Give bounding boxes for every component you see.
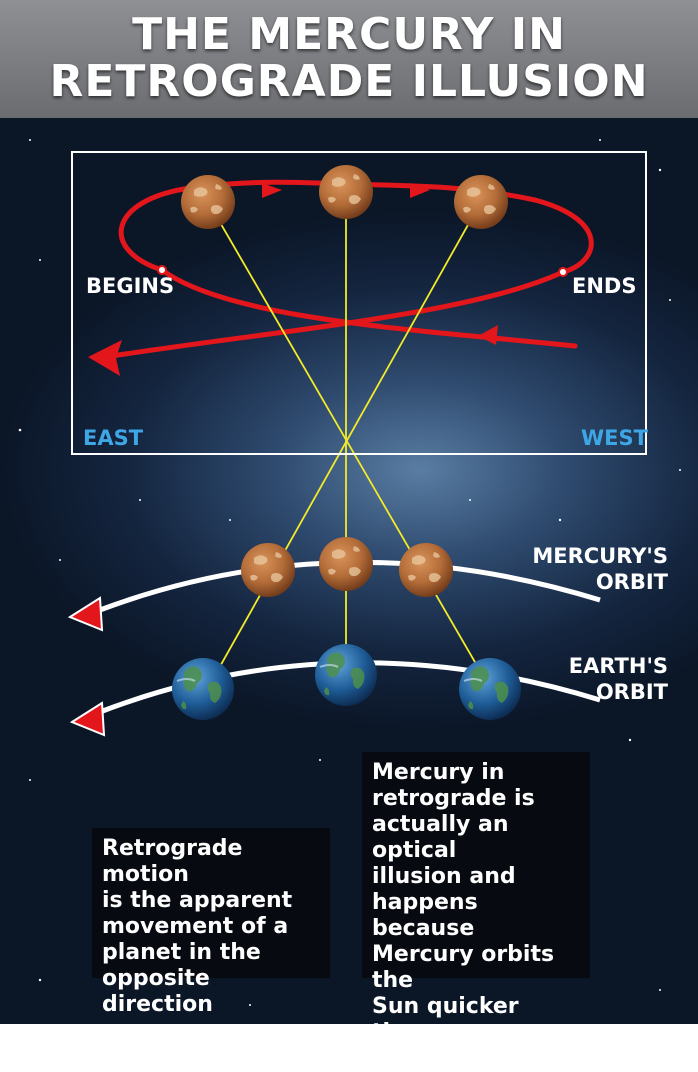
info-right-line: the Earth — [372, 1046, 488, 1071]
mercury-orbit-2 — [319, 537, 373, 591]
info-right-line: actually an optical — [372, 812, 509, 863]
ends-label: ENDS — [572, 274, 637, 298]
info-right-line: Mercury in — [372, 760, 505, 785]
title-banner: THE MERCURY IN RETROGRADE ILLUSION — [0, 0, 698, 118]
info-right-line: retrograde is — [372, 786, 535, 811]
info-box-right: Mercury in retrograde is actually an opt… — [362, 752, 590, 1071]
begins-label: BEGINS — [86, 274, 175, 298]
diagram-canvas — [18, 139, 681, 1006]
mercury-orbit-label-line1: MERCURY'S — [532, 544, 668, 568]
info-left-line: is the apparent — [102, 888, 293, 913]
info-right-line: happens because — [372, 890, 478, 941]
east-label: EAST — [83, 426, 144, 450]
info-left-line: planet in the — [102, 940, 261, 965]
title-line-1: THE MERCURY IN — [132, 9, 566, 60]
earth-orbit-label-line1: EARTH'S — [568, 654, 668, 678]
mercury-orbit-1 — [241, 543, 295, 597]
west-label: WEST — [581, 426, 648, 450]
info-right-line: illusion and — [372, 864, 516, 889]
earth-orbit-1 — [171, 657, 235, 721]
apparent-path — [88, 179, 594, 376]
title-line-2: RETROGRADE ILLUSION — [49, 56, 649, 107]
sky-view-frame — [71, 151, 647, 455]
earth-orbit-label-line2: ORBIT — [595, 680, 668, 704]
stars — [18, 139, 681, 1006]
info-left-line: opposite direction — [102, 966, 213, 1017]
info-right-line: Sun quicker than — [372, 994, 519, 1045]
info-left-line: Retrograde motion — [102, 836, 243, 887]
earth-orbit-2 — [314, 643, 378, 707]
sight-lines — [206, 190, 491, 689]
mercury-orbit-3 — [399, 543, 453, 597]
info-box-left: Retrograde motion is the apparent moveme… — [92, 828, 330, 1017]
mercury-orbit-label-line2: ORBIT — [595, 570, 668, 594]
info-right-line: Mercury orbits the — [372, 942, 555, 993]
info-left-line: movement of a — [102, 914, 289, 939]
